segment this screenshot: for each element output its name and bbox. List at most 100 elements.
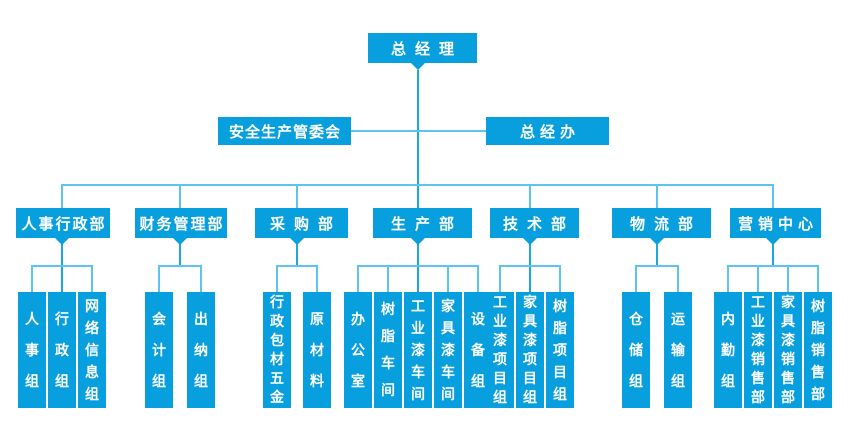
node-pointer <box>173 238 187 245</box>
group-label: 工 业 漆 车 间 <box>411 298 425 402</box>
group-label: 设 备 组 <box>471 310 485 389</box>
org-node-group-warehouse: 仓 储 组 <box>622 292 650 408</box>
org-node-group-internal-affairs: 内 勤 组 <box>714 292 742 408</box>
org-node-group-resin-workshop: 树 脂 车 间 <box>374 292 402 408</box>
connector-child-stub <box>559 265 561 292</box>
connector-sub-spine <box>772 244 774 267</box>
connector-child-stub <box>477 265 479 292</box>
group-label: 树 脂 销 售 部 <box>811 298 825 402</box>
connector-group-bracket <box>358 265 478 267</box>
connector-sub-spine <box>417 244 419 292</box>
connector-child-stub <box>727 265 729 292</box>
connector-child-stub <box>91 265 93 292</box>
node-pointer <box>766 238 780 245</box>
connector-child-stub <box>787 265 789 292</box>
connector-child-stub <box>357 265 359 292</box>
connector-dept-stub <box>656 184 658 208</box>
org-node-dept-production: 生产部 <box>373 208 472 238</box>
group-label: 原 材 料 <box>310 310 324 389</box>
group-label: 运 输 组 <box>671 310 685 389</box>
connector-sub-spine <box>656 244 658 267</box>
node-pointer <box>290 238 304 245</box>
org-node-group-admin: 行 政 组 <box>48 292 76 408</box>
group-label: 网 络 信 息 组 <box>85 298 99 402</box>
connector-dept-stub <box>772 184 774 208</box>
connector-root-spine <box>417 70 419 208</box>
org-node-group-resin-sales: 树 脂 销 售 部 <box>804 292 832 408</box>
org-node-group-resin-project: 树 脂 项 目 组 <box>546 292 574 408</box>
group-label: 人 事 组 <box>25 310 39 389</box>
node-pointer <box>411 238 425 245</box>
connector-child-stub <box>387 265 389 292</box>
group-label: 家 具 漆 销 售 部 <box>781 294 795 405</box>
org-node-dept-technology: 技术部 <box>490 208 579 238</box>
group-label: 仓 储 组 <box>629 310 643 389</box>
org-node-group-industrial-paint-sales: 工 业 漆 销 售 部 <box>744 292 772 408</box>
connector-child-stub <box>200 265 202 292</box>
org-node-group-raw-materials: 原 材 料 <box>303 292 331 408</box>
connector-main-bracket <box>62 184 774 186</box>
org-node-dept-marketing: 营销中心 <box>730 208 821 238</box>
org-node-group-network-info: 网 络 信 息 组 <box>78 292 106 408</box>
connector-child-stub <box>31 265 33 292</box>
connector-sub-spine <box>61 244 63 292</box>
connector-child-stub <box>276 265 278 292</box>
connector-group-bracket <box>636 265 678 267</box>
group-label: 家 具 漆 车 间 <box>441 298 455 402</box>
connector-child-stub <box>677 265 679 292</box>
connector-child-stub <box>635 265 637 292</box>
org-node-group-furniture-paint-project: 家 具 漆 项 目 组 <box>516 292 544 408</box>
org-node-group-office: 办 公 室 <box>344 292 372 408</box>
node-pointer <box>411 63 425 70</box>
connector-group-bracket <box>728 265 818 267</box>
org-node-group-cashier: 出 纳 组 <box>187 292 215 408</box>
connector-group-bracket <box>500 265 560 267</box>
connector-child-stub <box>757 265 759 292</box>
connector-dept-stub <box>529 184 531 208</box>
connector-sub-spine <box>179 244 181 267</box>
group-label: 树 脂 车 间 <box>381 301 395 398</box>
group-label: 树 脂 项 目 组 <box>553 298 567 402</box>
connector-child-stub <box>499 265 501 292</box>
org-node-dept-finance: 财务管理部 <box>135 208 227 238</box>
org-node-dept-logistics: 物流部 <box>612 208 711 238</box>
node-pointer <box>55 238 69 245</box>
connector-group-bracket <box>159 265 201 267</box>
connector-child-stub <box>817 265 819 292</box>
connector-staff-line <box>350 130 486 132</box>
org-node-safety-committee: 安全生产管委会 <box>218 117 351 145</box>
connector-child-stub <box>447 265 449 292</box>
connector-group-bracket <box>32 265 92 267</box>
group-label: 家 具 漆 项 目 组 <box>523 294 537 405</box>
group-label: 工 业 漆 销 售 部 <box>751 294 765 405</box>
org-node-group-industrial-paint-project: 工 业 漆 项 目 组 <box>486 292 514 408</box>
org-node-dept-purchasing: 采购部 <box>255 208 348 238</box>
connector-dept-stub <box>61 184 63 208</box>
org-node-group-admin-packaging-hardware: 行 政 包 材 五 金 <box>263 292 291 408</box>
connector-child-stub <box>316 265 318 292</box>
connector-dept-stub <box>296 184 298 208</box>
connector-dept-stub <box>179 184 181 208</box>
group-label: 办 公 室 <box>351 310 365 389</box>
org-node-group-furniture-paint-workshop: 家 具 漆 车 间 <box>434 292 462 408</box>
group-label: 会 计 组 <box>152 310 166 389</box>
org-node-group-hr: 人 事 组 <box>18 292 46 408</box>
org-node-gm-office: 总经办 <box>486 117 609 145</box>
org-node-group-transport: 运 输 组 <box>664 292 692 408</box>
group-label: 出 纳 组 <box>194 310 208 389</box>
connector-child-stub <box>158 265 160 292</box>
group-label: 内 勤 组 <box>721 310 735 389</box>
connector-group-bracket <box>277 265 317 267</box>
org-node-general-manager: 总经理 <box>368 33 477 63</box>
group-label: 行 政 包 材 五 金 <box>270 294 284 405</box>
node-pointer <box>523 238 537 245</box>
node-pointer <box>650 238 664 245</box>
connector-sub-spine <box>296 244 298 267</box>
group-label: 工 业 漆 项 目 组 <box>493 294 507 405</box>
org-node-group-furniture-paint-sales: 家 具 漆 销 售 部 <box>774 292 802 408</box>
org-node-group-accounting: 会 计 组 <box>145 292 173 408</box>
org-node-group-industrial-paint-workshop: 工 业 漆 车 间 <box>404 292 432 408</box>
group-label: 行 政 组 <box>55 310 69 389</box>
connector-sub-spine <box>529 244 531 292</box>
org-node-dept-hr-admin: 人事行政部 <box>16 208 110 238</box>
